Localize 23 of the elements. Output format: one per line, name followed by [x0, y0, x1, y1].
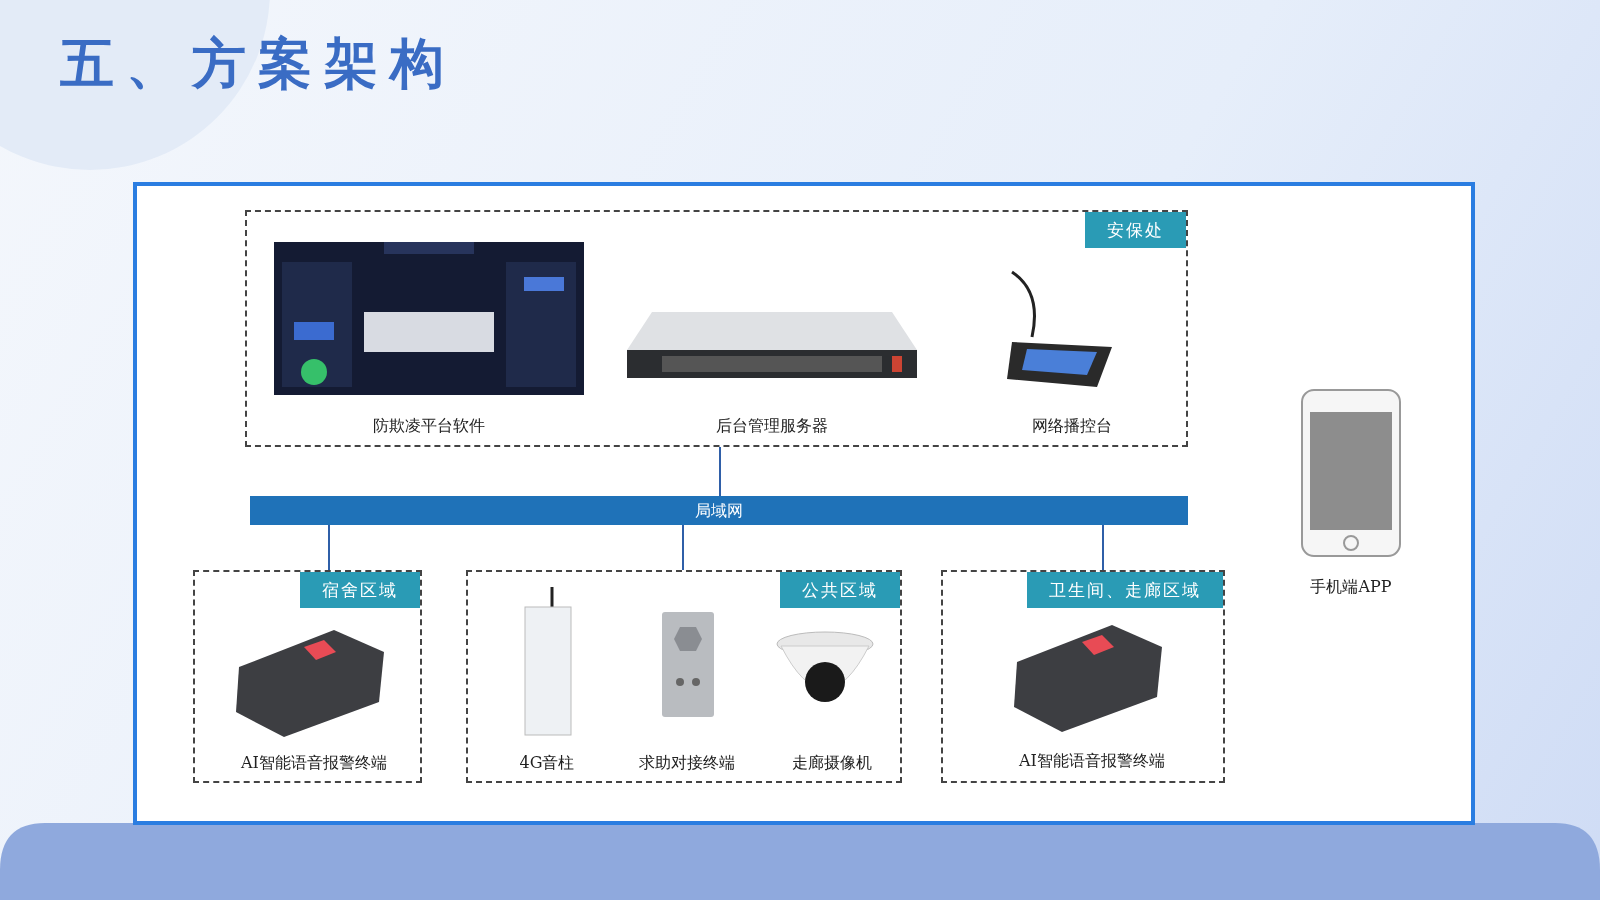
connector-line — [682, 524, 684, 571]
device-caption: 防欺凌平台软件 — [373, 416, 485, 435]
device-caption: 4G音柱 — [519, 753, 575, 772]
device-caption: 后台管理服务器 — [716, 416, 828, 435]
zone-tab: 公共区域 — [780, 572, 900, 608]
zone-box — [466, 570, 902, 783]
connector-line — [328, 524, 330, 571]
device-caption: AI智能语音报警终端 — [1019, 751, 1165, 770]
network-bar: 局域网 — [250, 496, 1188, 525]
device-caption: 求助对接终端 — [639, 753, 735, 772]
device-caption: 网络播控台 — [1032, 416, 1112, 435]
device-caption: 手机端APP — [1310, 577, 1392, 596]
zone-box — [941, 570, 1225, 783]
zone-box — [193, 570, 422, 783]
zone-tab: 卫生间、走廊区域 — [1027, 572, 1223, 608]
zone-tab: 安保处 — [1085, 212, 1186, 248]
device-caption: 走廊摄像机 — [792, 753, 872, 772]
zone-box — [245, 210, 1188, 447]
connector-line — [1102, 524, 1104, 571]
zone-tab: 宿舍区域 — [300, 572, 420, 608]
page-title: 五、方案架构 — [60, 30, 456, 97]
connector-line — [719, 446, 721, 497]
device-caption: AI智能语音报警终端 — [241, 753, 387, 772]
